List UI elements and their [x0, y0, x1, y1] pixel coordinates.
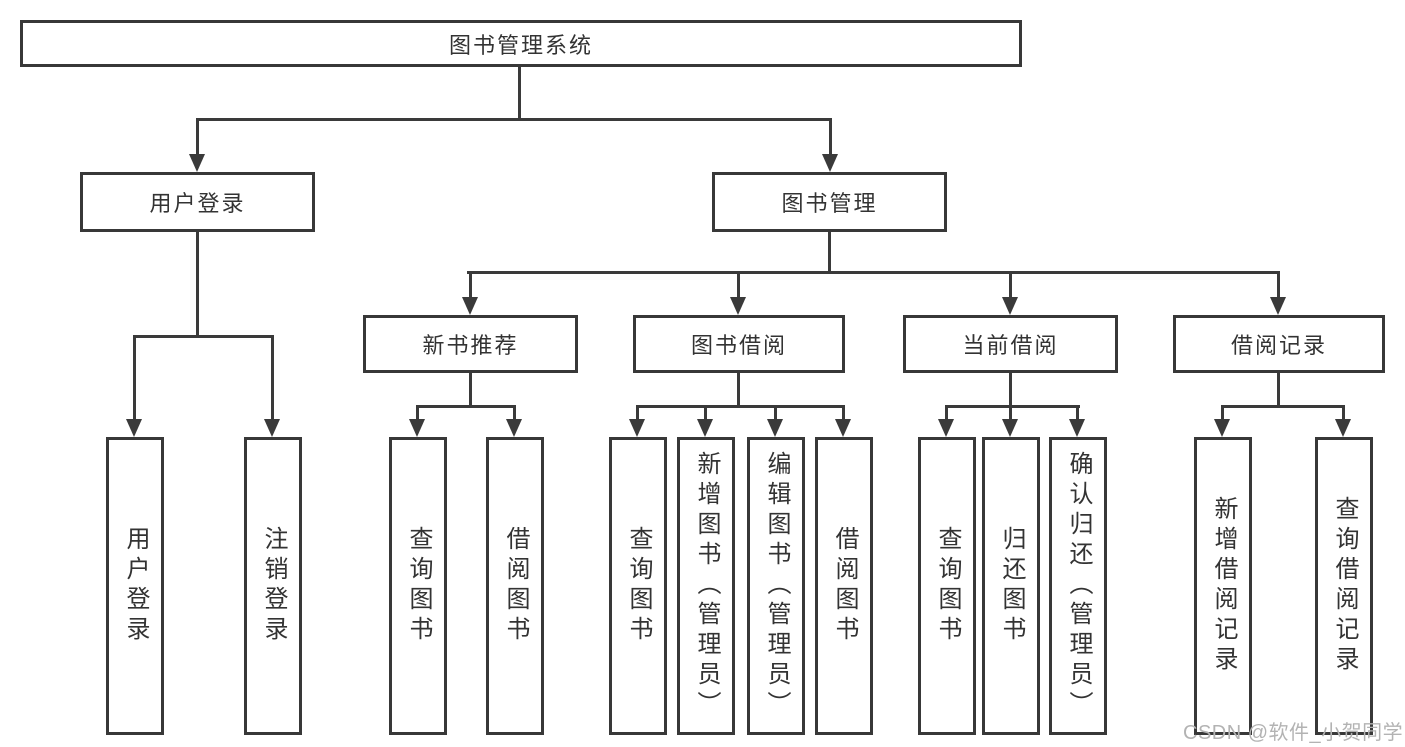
line — [1342, 405, 1345, 421]
arrowhead-down-icon — [264, 419, 280, 437]
arrowhead-down-icon — [1335, 419, 1351, 437]
line — [416, 405, 419, 421]
leaf-add-books-admin: 新增图书（管理员） — [677, 437, 735, 735]
line — [636, 405, 639, 421]
arrowhead-down-icon — [1002, 297, 1018, 315]
line — [945, 405, 948, 421]
arrowhead-down-icon — [462, 297, 478, 315]
node-new-book-recommend: 新书推荐 — [363, 315, 578, 373]
arrowhead-down-icon — [126, 419, 142, 437]
line — [518, 67, 521, 120]
arrowhead-down-icon — [629, 419, 645, 437]
line — [636, 405, 845, 408]
leaf-logout-login: 注销登录 — [244, 437, 302, 735]
line — [196, 232, 199, 337]
node-book-management: 图书管理 — [712, 172, 947, 232]
line — [196, 118, 832, 121]
line — [133, 335, 136, 421]
leaf-user-login: 用户登录 — [106, 437, 164, 735]
line — [416, 405, 516, 408]
arrowhead-down-icon — [835, 419, 851, 437]
line — [271, 335, 274, 421]
line — [704, 405, 707, 421]
arrowhead-down-icon — [1270, 297, 1286, 315]
line — [737, 271, 740, 299]
line — [828, 232, 831, 273]
arrowhead-down-icon — [1069, 419, 1085, 437]
line — [829, 118, 832, 156]
line — [513, 405, 516, 421]
leaf-borrow-books-recommend: 借阅图书 — [486, 437, 544, 735]
line — [469, 373, 472, 407]
line — [774, 405, 777, 421]
line — [1277, 373, 1280, 407]
node-borrowing-records: 借阅记录 — [1173, 315, 1385, 373]
node-user-login: 用户登录 — [80, 172, 315, 232]
arrowhead-down-icon — [697, 419, 713, 437]
line — [1221, 405, 1224, 421]
line — [737, 373, 740, 407]
line — [1009, 405, 1012, 421]
csdn-watermark: CSDN @软件_小贺同学 — [1183, 722, 1404, 744]
line — [467, 271, 1280, 274]
line — [196, 118, 199, 156]
arrowhead-down-icon — [1002, 419, 1018, 437]
arrowhead-down-icon — [730, 297, 746, 315]
arrowhead-down-icon — [822, 154, 838, 172]
arrowhead-down-icon — [1214, 419, 1230, 437]
leaf-return-books: 归还图书 — [982, 437, 1040, 735]
line — [1277, 271, 1280, 299]
line — [1076, 405, 1079, 421]
node-root: 图书管理系统 — [20, 20, 1022, 67]
line — [1221, 405, 1345, 408]
leaf-confirm-return-admin: 确认归还（管理员） — [1049, 437, 1107, 735]
arrowhead-down-icon — [189, 154, 205, 172]
leaf-borrow-books-borrowing: 借阅图书 — [815, 437, 873, 735]
line — [469, 271, 472, 299]
node-current-borrowing: 当前借阅 — [903, 315, 1118, 373]
node-book-borrowing: 图书借阅 — [633, 315, 845, 373]
leaf-edit-books-admin: 编辑图书（管理员） — [747, 437, 805, 735]
leaf-query-books-current: 查询图书 — [918, 437, 976, 735]
leaf-query-borrow-record: 查询借阅记录 — [1315, 437, 1373, 735]
arrowhead-down-icon — [767, 419, 783, 437]
line — [945, 405, 1080, 408]
arrowhead-down-icon — [409, 419, 425, 437]
leaf-query-books-borrowing: 查询图书 — [609, 437, 667, 735]
leaf-query-books-recommend: 查询图书 — [389, 437, 447, 735]
line — [1009, 271, 1012, 299]
line — [1009, 373, 1012, 407]
line — [133, 335, 274, 338]
arrowhead-down-icon — [938, 419, 954, 437]
arrowhead-down-icon — [506, 419, 522, 437]
line — [842, 405, 845, 421]
leaf-add-borrow-record: 新增借阅记录 — [1194, 437, 1252, 735]
